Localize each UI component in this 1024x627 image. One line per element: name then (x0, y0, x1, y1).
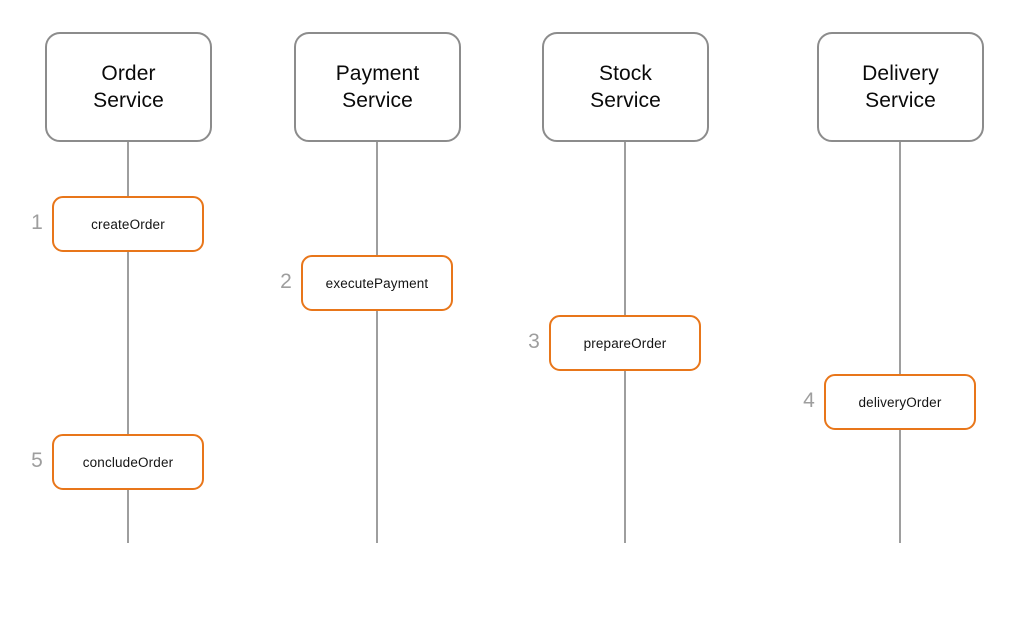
step-number-5: 5 (31, 449, 43, 472)
lifeline-delivery-service (899, 142, 901, 543)
step-number-2: 2 (280, 270, 292, 293)
step-box-prepare-order[interactable]: prepareOrder (549, 315, 701, 371)
step-label-create-order: createOrder (91, 216, 165, 232)
step-box-execute-payment[interactable]: executePayment (301, 255, 453, 311)
participant-label-delivery-service: Delivery Service (862, 62, 939, 112)
lifeline-payment-service (376, 142, 378, 543)
step-box-conclude-order[interactable]: concludeOrder (52, 434, 204, 490)
participant-label-order-service: Order Service (93, 62, 164, 112)
participant-label-payment-service: Payment Service (335, 62, 420, 112)
step-box-delivery-order[interactable]: deliveryOrder (824, 374, 976, 430)
step-number-3: 3 (528, 330, 540, 353)
participant-order-service[interactable]: Order Service (45, 32, 212, 142)
participant-payment-service[interactable]: Payment Service (294, 32, 461, 142)
participant-delivery-service[interactable]: Delivery Service (817, 32, 984, 142)
step-label-prepare-order: prepareOrder (583, 335, 667, 351)
step-number-4: 4 (803, 389, 815, 412)
step-label-conclude-order: concludeOrder (82, 454, 174, 470)
participant-stock-service[interactable]: Stock Service (542, 32, 709, 142)
step-label-delivery-order: deliveryOrder (858, 394, 942, 410)
lifeline-order-service (127, 142, 129, 543)
step-number-1: 1 (31, 211, 43, 234)
participant-label-stock-service: Stock Service (590, 62, 661, 112)
step-box-create-order[interactable]: createOrder (52, 196, 204, 252)
step-label-execute-payment: executePayment (325, 275, 429, 291)
